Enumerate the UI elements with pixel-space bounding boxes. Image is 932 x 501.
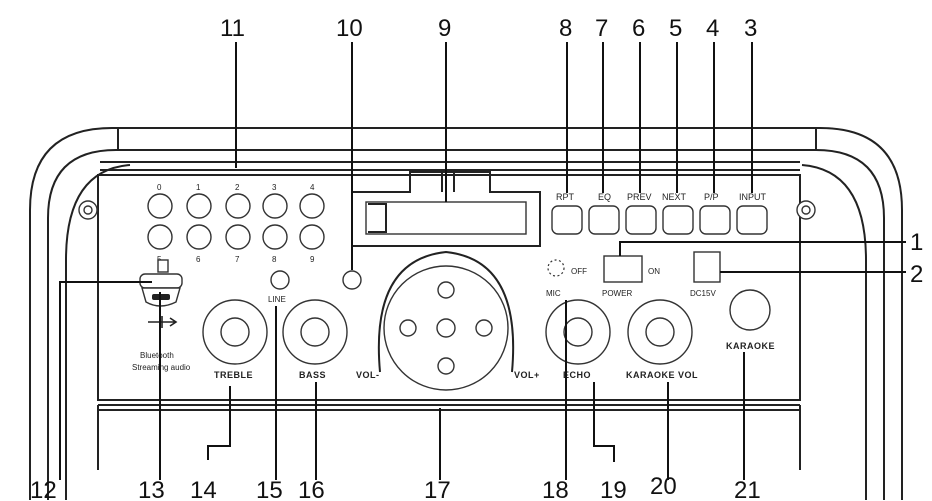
- callout-14: 14: [190, 477, 217, 501]
- callout-2: 2: [910, 261, 923, 288]
- digit-label: 0: [157, 183, 162, 192]
- digit-label: 8: [272, 255, 277, 264]
- callout-15: 15: [256, 477, 283, 501]
- bass-label: BASS: [299, 370, 326, 380]
- digit-label: 9: [310, 255, 315, 264]
- karaoke-vol-knob-group: KARAOKE VOL: [626, 299, 698, 380]
- callout-19: 19: [600, 477, 627, 501]
- pp-label: P/P: [704, 192, 719, 202]
- callout-21: 21: [734, 477, 761, 501]
- karaoke-mic-jack[interactable]: [729, 289, 771, 331]
- dc-jack-group: DC15V: [690, 251, 721, 298]
- callout-10: 10: [336, 15, 363, 42]
- callout-8: 8: [559, 15, 572, 42]
- mic-label: MIC: [546, 289, 561, 298]
- key-7[interactable]: [225, 224, 251, 250]
- next-label: NEXT: [662, 192, 687, 202]
- digit-label: 1: [196, 183, 201, 192]
- digit-label: 6: [196, 255, 201, 264]
- callout-4: 4: [706, 15, 719, 42]
- callout-9: 9: [438, 15, 451, 42]
- line-label: LINE: [268, 295, 286, 304]
- treble-label: TREBLE: [214, 370, 253, 380]
- key-8[interactable]: [262, 224, 288, 250]
- play-pause-button[interactable]: [699, 205, 731, 235]
- karaoke-vol-label: KARAOKE VOL: [626, 370, 698, 380]
- key-6[interactable]: [186, 224, 212, 250]
- echo-knob-group: ECHO: [545, 299, 611, 380]
- off-label: OFF: [571, 267, 587, 276]
- callout-12: 12: [30, 477, 57, 501]
- power-label: POWER: [602, 289, 632, 298]
- dc-jack[interactable]: [693, 251, 721, 283]
- line-in-jack[interactable]: [270, 270, 290, 290]
- echo-label: ECHO: [563, 370, 591, 380]
- screw-left: [78, 200, 98, 220]
- dc-label: DC15V: [690, 289, 716, 298]
- bluetooth-label: Bluetooth: [140, 351, 174, 360]
- key-4[interactable]: [299, 193, 325, 219]
- digit-label: 2: [235, 183, 240, 192]
- function-buttons: RPT EQ PREV NEXT P/P INPUT: [551, 192, 768, 235]
- bluetooth-sublabel: Streaming audio: [132, 363, 191, 372]
- vol-minus-label: VOL-: [356, 370, 380, 380]
- callout-18: 18: [542, 477, 569, 501]
- callout-3: 3: [744, 15, 757, 42]
- callout-20: 20: [650, 473, 677, 500]
- callout-16: 16: [298, 477, 325, 501]
- mic-icon: [547, 259, 565, 277]
- key-5[interactable]: [147, 224, 173, 250]
- handle-slot: [100, 161, 800, 171]
- callout-6: 6: [632, 15, 645, 42]
- key-3[interactable]: [262, 193, 288, 219]
- vol-plus-label: VOL+: [514, 370, 540, 380]
- callout-11: 11: [220, 15, 245, 42]
- master-volume-group: VOL- VOL+: [356, 250, 540, 391]
- karaoke-label: KARAOKE: [726, 341, 775, 351]
- prev-button[interactable]: [625, 205, 657, 235]
- digit-label: 4: [310, 183, 315, 192]
- remote-sensor: [342, 270, 362, 290]
- digit-label: 7: [235, 255, 240, 264]
- callout-13: 13: [138, 477, 165, 501]
- leader-lines: [59, 42, 906, 480]
- callout-5: 5: [669, 15, 682, 42]
- usb-icon: [148, 316, 178, 328]
- line-in-group: LINE: [268, 270, 290, 304]
- callout-1: 1: [910, 229, 923, 256]
- rpt-label: RPT: [556, 192, 575, 202]
- key-1[interactable]: [186, 193, 212, 219]
- eq-label: EQ: [598, 192, 611, 202]
- key-2[interactable]: [225, 193, 251, 219]
- digit-label: 3: [272, 183, 277, 192]
- key-0[interactable]: [147, 193, 173, 219]
- rpt-button[interactable]: [551, 205, 583, 235]
- eq-button[interactable]: [588, 205, 620, 235]
- numeric-keypad: 0 1 2 3 4 5 6 7 8 9: [147, 183, 325, 264]
- treble-knob-group: TREBLE: [202, 299, 268, 380]
- next-button[interactable]: [662, 205, 694, 235]
- on-label: ON: [648, 267, 660, 276]
- karaoke-jack-group: KARAOKE: [726, 289, 775, 351]
- callout-17: 17: [424, 477, 451, 501]
- callout-7: 7: [595, 15, 608, 42]
- power-switch-group: OFF ON POWER MIC: [546, 255, 660, 298]
- bass-knob-group: BASS: [282, 299, 348, 380]
- screw-right: [796, 200, 816, 220]
- callout-numbers: 11 10 9 8 7 6 5 4 3 1 2 12 13 14 15 16 1…: [30, 15, 923, 501]
- key-9[interactable]: [299, 224, 325, 250]
- input-button[interactable]: [736, 205, 768, 235]
- power-switch[interactable]: [603, 255, 643, 283]
- prev-label: PREV: [627, 192, 652, 202]
- input-label: INPUT: [739, 192, 767, 202]
